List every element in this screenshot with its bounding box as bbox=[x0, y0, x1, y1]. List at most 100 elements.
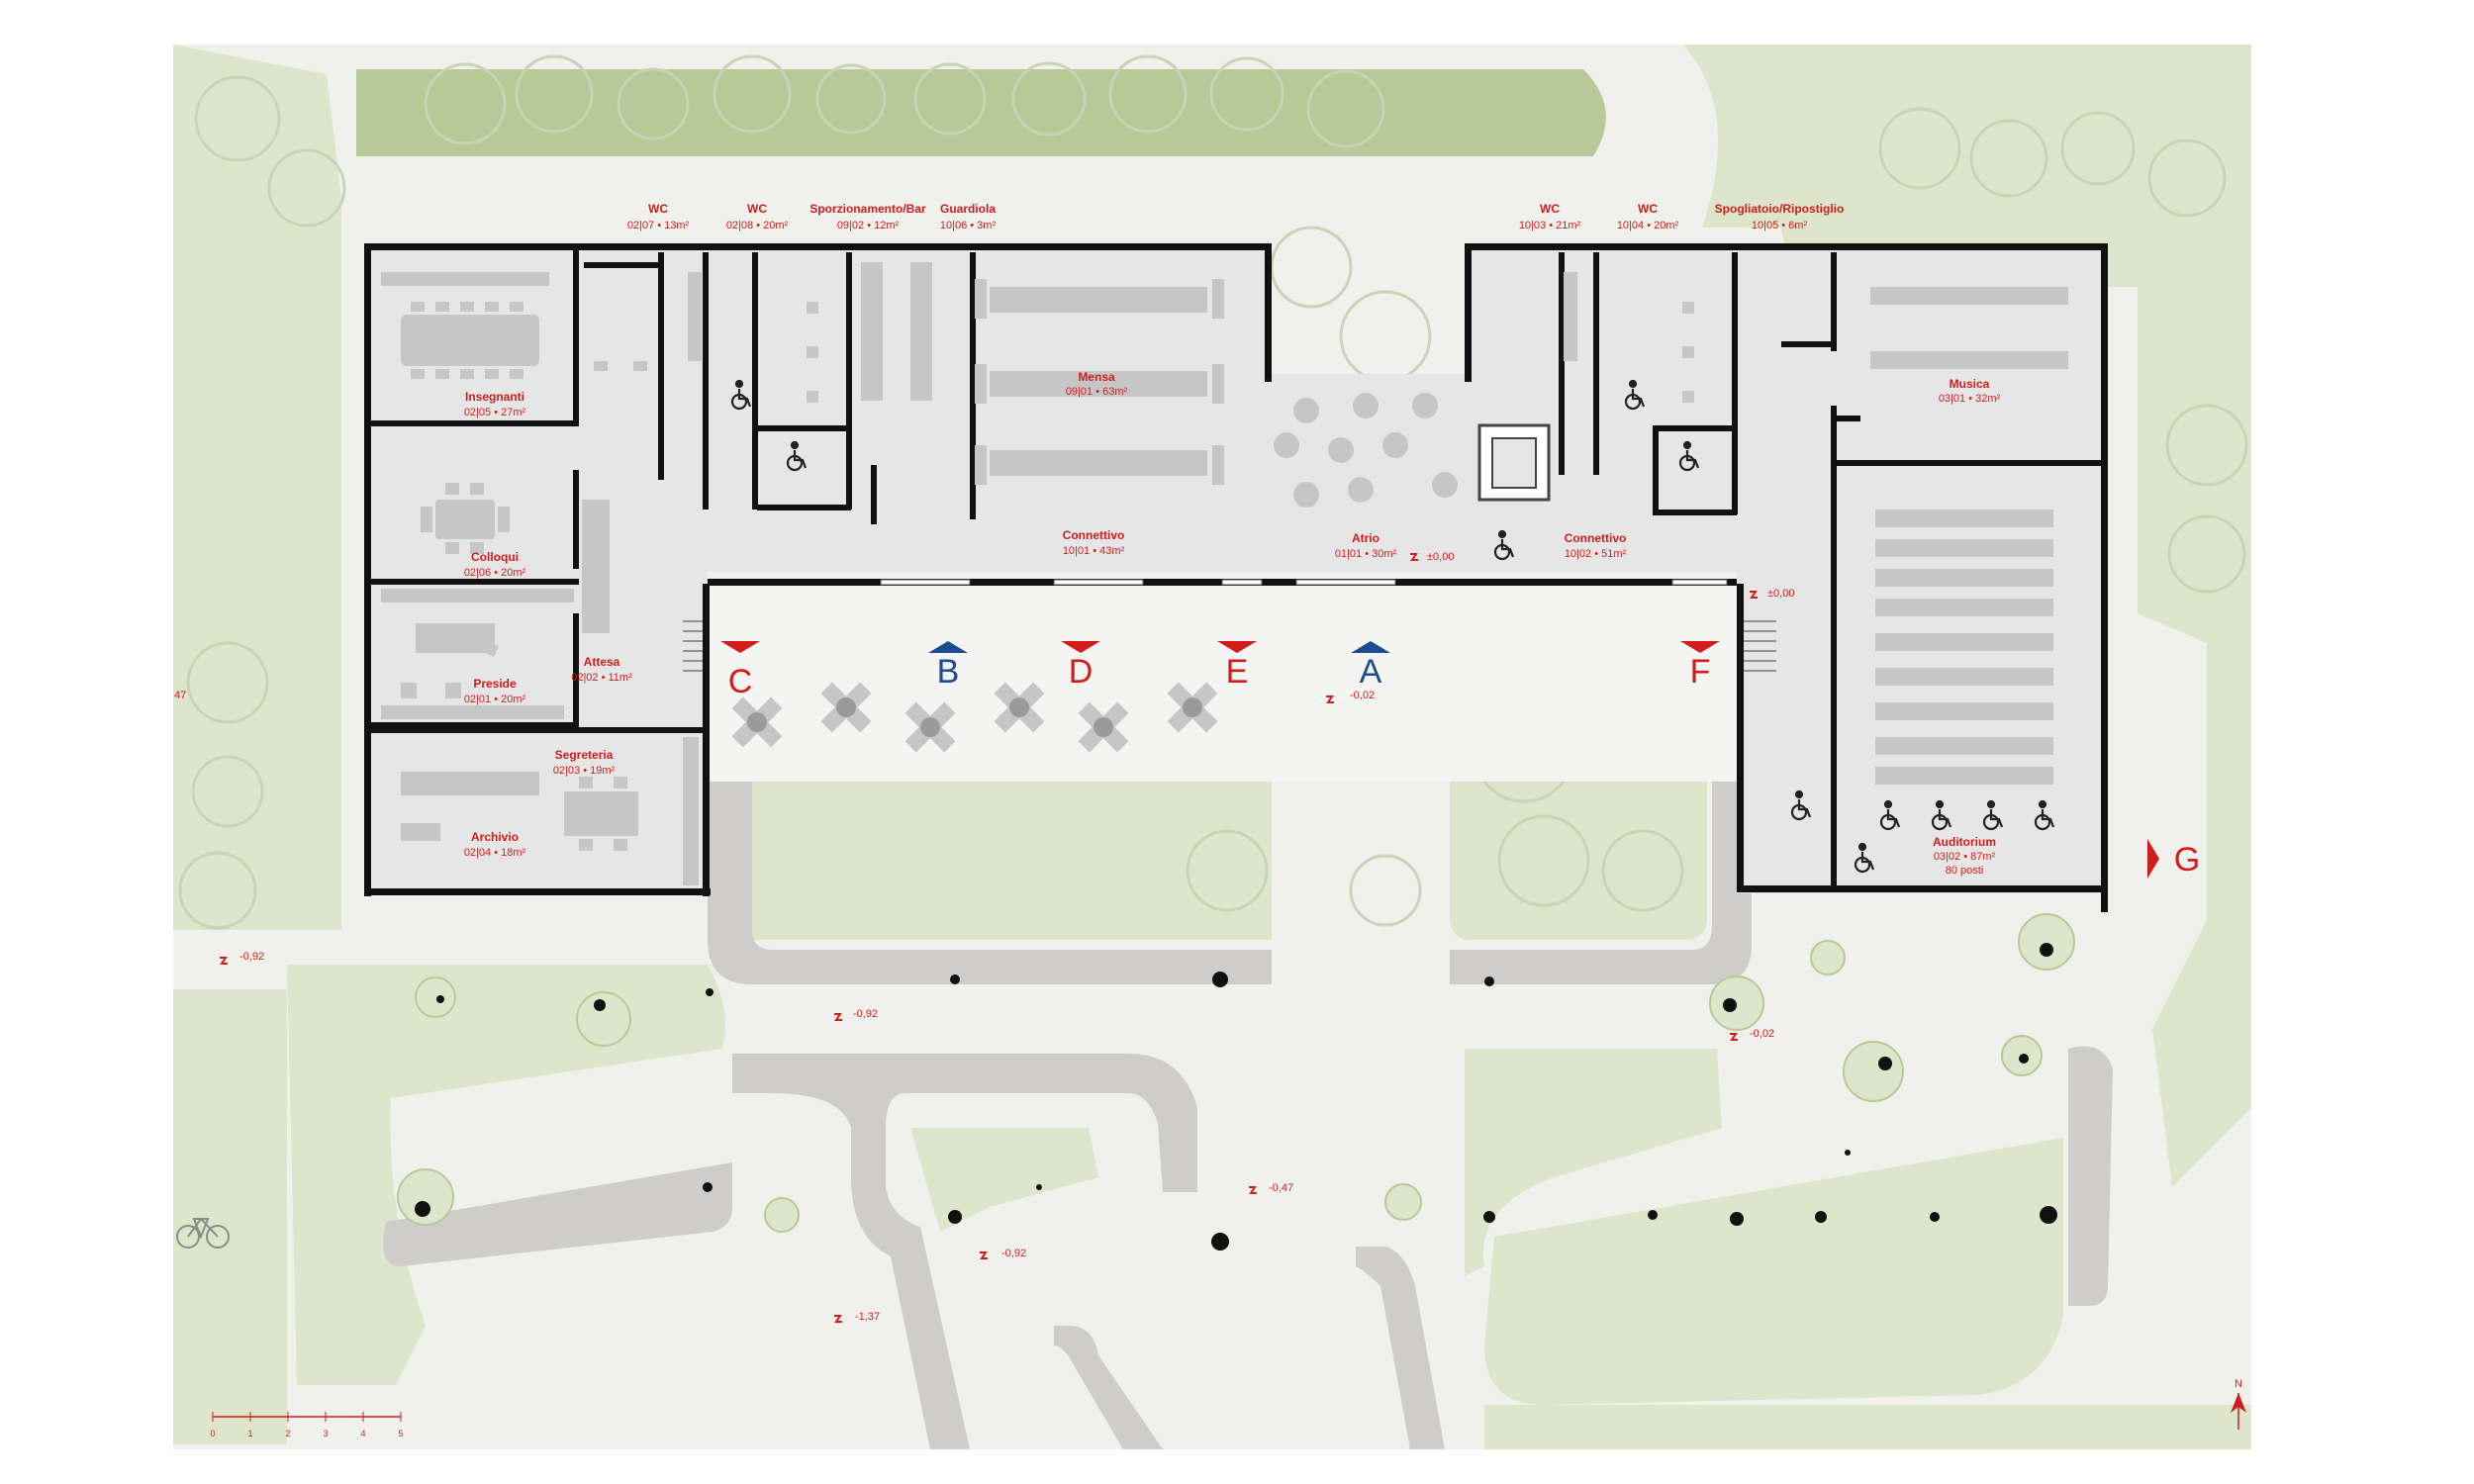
svg-text:02|03 • 19m²: 02|03 • 19m² bbox=[553, 765, 616, 777]
road-south-center bbox=[1054, 1326, 1163, 1449]
svg-text:02|05 • 27m²: 02|05 • 27m² bbox=[464, 407, 526, 418]
wheelchair-icon bbox=[730, 379, 2055, 874]
scale-bar: 0 1 2 3 4 5 bbox=[210, 1412, 404, 1438]
svg-text:E: E bbox=[1226, 653, 1249, 691]
svg-text:0: 0 bbox=[210, 1429, 215, 1438]
svg-text:02|07 • 13m²: 02|07 • 13m² bbox=[627, 220, 690, 232]
svg-text:10|02 • 51m²: 10|02 • 51m² bbox=[1565, 548, 1627, 560]
room-label-attesa: Attesa 02|02 • 11m² bbox=[571, 655, 632, 684]
svg-text:03|01 • 32m²: 03|01 • 32m² bbox=[1939, 393, 2001, 405]
room-label-wc-1003: WC 10|03 • 21m² bbox=[1519, 202, 1581, 232]
svg-text:-0,02: -0,02 bbox=[1750, 1028, 1774, 1040]
room-label-atrio: Atrio 01|01 • 30m² bbox=[1335, 531, 1397, 560]
svg-text:B: B bbox=[937, 653, 960, 691]
level-marker: -0,02 bbox=[1730, 1028, 1774, 1041]
svg-text:Preside: Preside bbox=[473, 677, 517, 691]
svg-text:1: 1 bbox=[247, 1429, 252, 1438]
room-label-sporzionamento: Sporzionamento/Bar 09|02 • 12m² bbox=[809, 202, 926, 232]
room-label-insegnanti: Insegnanti 02|05 • 27m² bbox=[464, 390, 526, 418]
shrubs bbox=[397, 913, 2075, 1251]
svg-text:C: C bbox=[728, 663, 753, 700]
svg-text:10|06 • 3m²: 10|06 • 3m² bbox=[940, 220, 997, 232]
svg-text:02|02 • 11m²: 02|02 • 11m² bbox=[571, 672, 632, 684]
level-marker: -1,37 bbox=[834, 1311, 880, 1323]
level-marker: -0,92 bbox=[980, 1248, 1026, 1259]
svg-text:80 posti: 80 posti bbox=[1946, 865, 1984, 877]
level-marker: -0,92 bbox=[834, 1008, 878, 1021]
svg-text:-0,92: -0,92 bbox=[853, 1008, 878, 1020]
entrance-marker-d: D bbox=[1061, 641, 1100, 691]
entrance-marker-c: C bbox=[720, 641, 760, 700]
svg-text:02|06 • 20m²: 02|06 • 20m² bbox=[464, 567, 526, 579]
drop-off-loop bbox=[708, 752, 1272, 984]
svg-text:-0,92: -0,92 bbox=[1001, 1248, 1026, 1259]
room-label-connettivo-1001: Connettivo 10|01 • 43m² bbox=[1063, 528, 1125, 557]
svg-text:-0,02: -0,02 bbox=[1350, 690, 1375, 701]
room-label-wc-1004: WC 10|04 • 20m² bbox=[1617, 202, 1679, 232]
room-label-guardiola: Guardiola 10|06 • 3m² bbox=[940, 202, 997, 232]
svg-text:WC: WC bbox=[1638, 202, 1658, 216]
grass-west bbox=[173, 45, 341, 930]
svg-text:±0,00: ±0,00 bbox=[1427, 551, 1454, 563]
entrance-marker-g: G bbox=[2147, 839, 2200, 879]
svg-text:WC: WC bbox=[648, 202, 668, 216]
grass-north bbox=[346, 45, 2251, 287]
svg-text:10|03 • 21m²: 10|03 • 21m² bbox=[1519, 220, 1581, 232]
svg-text:Atrio: Atrio bbox=[1352, 531, 1380, 545]
room-label-musica: Musica 03|01 • 32m² bbox=[1939, 377, 2001, 405]
svg-text:Sporzionamento/Bar: Sporzionamento/Bar bbox=[809, 202, 926, 216]
svg-text:D: D bbox=[1069, 653, 1094, 691]
svg-text:WC: WC bbox=[747, 202, 767, 216]
svg-text:±0,00: ±0,00 bbox=[1767, 588, 1794, 600]
svg-text:G: G bbox=[2174, 841, 2200, 879]
svg-text:10|04 • 20m²: 10|04 • 20m² bbox=[1617, 220, 1679, 232]
svg-text:47: 47 bbox=[174, 690, 186, 701]
level-marker: ±0,00 bbox=[1750, 588, 1794, 600]
room-label-colloqui: Colloqui 02|06 • 20m² bbox=[464, 550, 526, 579]
svg-text:-0,92: -0,92 bbox=[239, 951, 264, 963]
level-marker: -0,47 bbox=[1249, 1182, 1293, 1194]
entrance-marker-a: A bbox=[1351, 641, 1390, 691]
svg-text:3: 3 bbox=[323, 1429, 328, 1438]
building bbox=[364, 243, 2108, 912]
svg-text:Connettivo: Connettivo bbox=[1063, 528, 1125, 542]
grass-south-center bbox=[910, 1128, 1098, 1232]
svg-text:09|01 • 63m²: 09|01 • 63m² bbox=[1066, 386, 1128, 398]
room-label-wc-0208: WC 02|08 • 20m² bbox=[726, 202, 789, 232]
svg-text:Insegnanti: Insegnanti bbox=[465, 390, 524, 404]
bicycle-icon bbox=[176, 1217, 230, 1249]
courtyard-lawn-west bbox=[752, 772, 1272, 940]
road-center-loop bbox=[732, 1054, 1197, 1449]
svg-text:03|02 • 87m²: 03|02 • 87m² bbox=[1934, 851, 1996, 863]
road-south-east bbox=[1356, 1247, 1445, 1449]
level-marker: 47 bbox=[174, 690, 186, 701]
grass-south-strip bbox=[1484, 1405, 2251, 1449]
grass-southwest bbox=[287, 965, 725, 1385]
svg-text:Segreteria: Segreteria bbox=[555, 748, 614, 762]
road-east-curve bbox=[2068, 1046, 2113, 1306]
svg-text:Spogliatoio/Ripostiglio: Spogliatoio/Ripostiglio bbox=[1715, 202, 1845, 216]
svg-text:Archivio: Archivio bbox=[471, 830, 519, 844]
room-label-archivio: Archivio 02|04 • 18m² bbox=[464, 830, 526, 859]
svg-text:F: F bbox=[1690, 653, 1711, 691]
level-marker: -0,92 bbox=[220, 951, 264, 965]
room-label-connettivo-1002: Connettivo 10|02 • 51m² bbox=[1565, 531, 1627, 560]
svg-text:10|05 • 6m²: 10|05 • 6m² bbox=[1752, 220, 1808, 232]
grass-east bbox=[2138, 45, 2251, 1187]
svg-text:Connettivo: Connettivo bbox=[1565, 531, 1627, 545]
entrance-marker-b: B bbox=[928, 641, 968, 691]
svg-text:01|01 • 30m²: 01|01 • 30m² bbox=[1335, 548, 1397, 560]
svg-text:Colloqui: Colloqui bbox=[471, 550, 519, 564]
level-marker: ±0,00 bbox=[1410, 551, 1454, 563]
grass-southeast bbox=[1465, 1049, 1722, 1276]
svg-text:WC: WC bbox=[1540, 202, 1560, 216]
room-label-segreteria: Segreteria 02|03 • 19m² bbox=[553, 748, 616, 777]
room-label-mensa: Mensa 09|01 • 63m² bbox=[1066, 370, 1128, 398]
entrance-marker-e: E bbox=[1217, 641, 1257, 691]
north-arrow-icon: N bbox=[2231, 1378, 2246, 1430]
svg-text:-1,37: -1,37 bbox=[855, 1311, 880, 1323]
level-marker: -0,02 bbox=[1326, 690, 1375, 703]
svg-text:Auditorium: Auditorium bbox=[1933, 835, 1996, 849]
svg-text:02|08 • 20m²: 02|08 • 20m² bbox=[726, 220, 789, 232]
svg-text:10|01 • 43m²: 10|01 • 43m² bbox=[1063, 545, 1125, 557]
